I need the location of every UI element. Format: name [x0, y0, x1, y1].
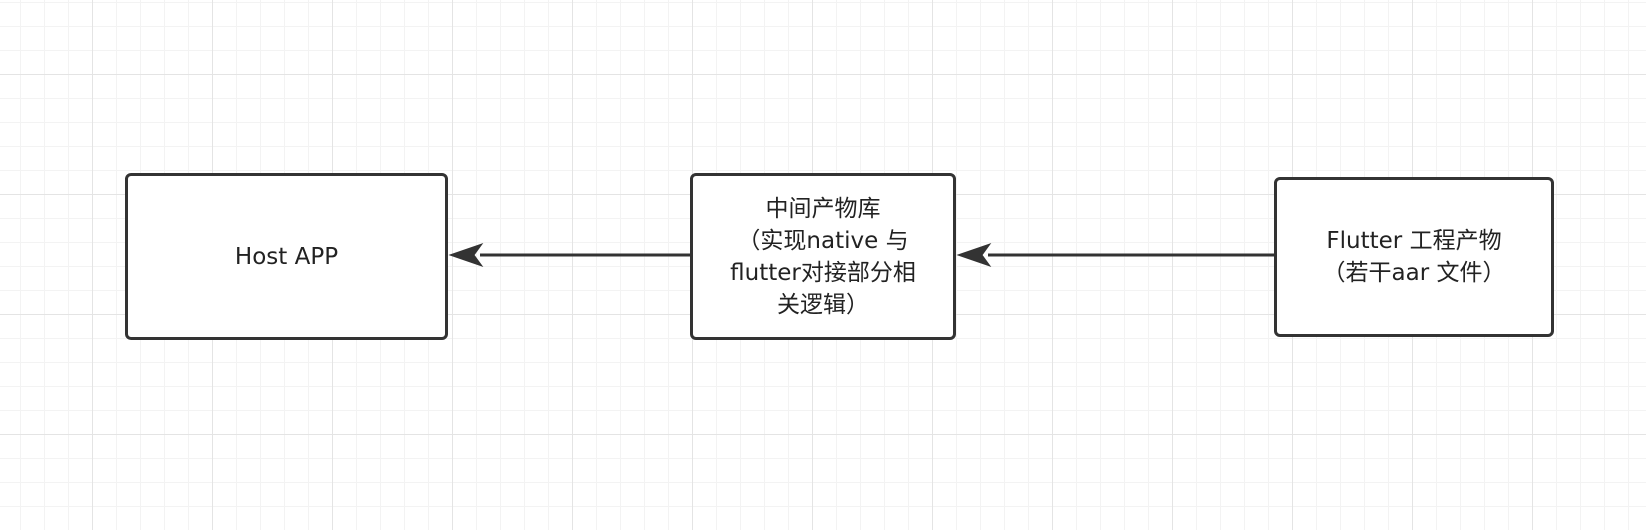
node-label-line: Flutter 工程产物 [1326, 228, 1502, 254]
node-intermediate-library[interactable]: 中间产物库 （实现native 与 flutter对接部分相 关逻辑） [690, 173, 956, 340]
node-label-line: （实现native 与 [737, 227, 909, 254]
node-label-line: Host APP [234, 243, 339, 270]
node-label-line: 关逻辑） [777, 291, 869, 318]
node-flutter-artifacts[interactable]: Flutter 工程产物 （若干aar 文件） [1274, 177, 1554, 337]
arrowhead-icon [448, 243, 484, 267]
node-label-line: （若干aar 文件） [1322, 260, 1506, 286]
node-label-line: 中间产物库 [765, 195, 881, 222]
edge-middle-to-host [448, 243, 690, 267]
edge-flutter-to-middle [956, 243, 1274, 267]
node-label-line: flutter对接部分相 [730, 259, 916, 286]
arrowhead-icon [956, 243, 992, 267]
node-host-app[interactable]: Host APP [125, 173, 448, 340]
